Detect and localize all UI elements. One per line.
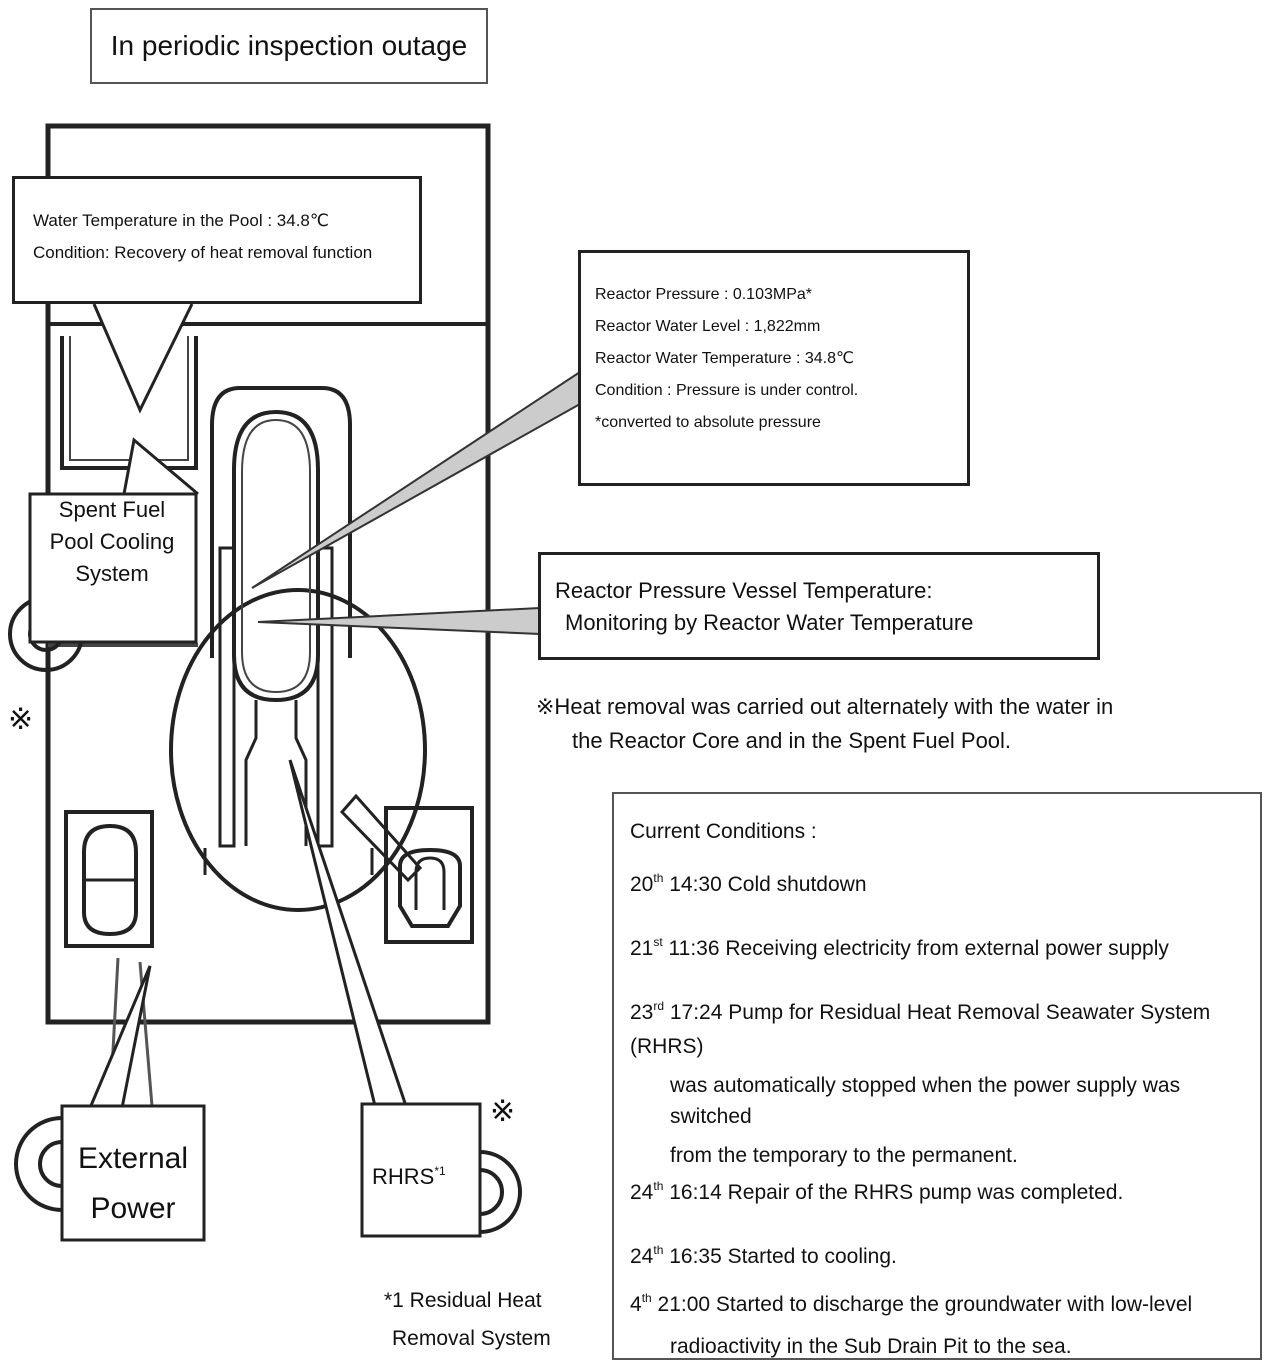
rhrs-footnote: *1 Residual Heat Removal System [384, 1289, 551, 1350]
heat-removal-note: ※Heat removal was carried out alternatel… [536, 690, 1113, 758]
sfpc-label-box [28, 492, 198, 644]
reactor-pressure-vessel [232, 409, 320, 703]
containment-pedestal [203, 848, 374, 875]
reactor-water-level: Reactor Water Level : 1,822mm [595, 318, 821, 335]
rhr-u-tube [414, 856, 446, 910]
sfpc-label-pointer [122, 437, 199, 496]
sfpc-label: Spent Fuel Pool Cooling System [49, 497, 175, 586]
rhrs-label-pointer [288, 759, 412, 1119]
heat-note-line-2: the Reactor Core and in the Spent Fuel P… [572, 728, 1012, 753]
reactor-condition: Condition : Pressure is under control. [595, 382, 859, 399]
vessel-callout-line-1: Reactor Pressure Vessel Temperature: [555, 578, 933, 603]
condition-item: 24th 16:35 Started to cooling. [630, 1243, 897, 1268]
containment-drywell [169, 588, 427, 912]
condition-item: 21st 11:36 Receiving electricity from ex… [630, 935, 1169, 960]
suppression-tank [82, 823, 138, 937]
current-conditions-panel: Current Conditions : 20th 14:30 Cold shu… [612, 792, 1262, 1360]
conditions-heading: Current Conditions : [630, 820, 817, 843]
containment-upper [210, 386, 352, 658]
ext-label-pointer [88, 965, 152, 1109]
rhr-discharge-pipe [339, 793, 423, 883]
reactor-status-callout: Reactor Pressure : 0.103MPa* Reactor Wat… [578, 250, 970, 486]
suppression-equipment-box [64, 810, 154, 948]
ext-label-box [60, 1104, 206, 1242]
rhrs-label-box [360, 1102, 482, 1238]
rhrs-note-mark: ※ [490, 1095, 516, 1128]
page-title-text: In periodic inspection outage [110, 30, 468, 61]
condition-item: 20th 14:30 Cold shutdown [630, 871, 867, 896]
condition-item-continued: was automatically stopped when the power… [670, 1074, 1181, 1128]
pool-callout-pointer [92, 303, 194, 414]
rpv-skirt [244, 700, 308, 846]
shield-wall-left [218, 546, 236, 848]
sfpc-note-mark: ※ [8, 703, 34, 736]
external-power-label: External Power [77, 1142, 189, 1225]
condition-item-continued: radioactivity in the Sub Drain Pit to th… [670, 1335, 1072, 1358]
reactor-pressure-footnote: *converted to absolute pressure [595, 414, 821, 431]
reactor-pressure: Reactor Pressure : 0.103MPa* [595, 286, 812, 303]
reactor-callout-pointer [251, 371, 581, 589]
condition-item: 4th 21:00 Started to discharge the groun… [630, 1291, 1193, 1316]
condition-item: 24th 16:14 Repair of the RHRS pump was c… [630, 1179, 1124, 1204]
pool-temperature-callout: Water Temperature in the Pool : 34.8℃ Co… [12, 176, 422, 304]
reactor-water-temperature: Reactor Water Temperature : 34.8℃ [595, 350, 854, 367]
rpv-inner [241, 418, 311, 694]
rhr-equipment-box [384, 806, 474, 944]
condition-item-continued: from the temporary to the permanent. [670, 1144, 1018, 1167]
rhrs-label: RHRS*1 [372, 1164, 446, 1189]
pool-callout-line-2: Condition: Recovery of heat removal func… [33, 243, 373, 262]
heat-note-line-1: ※Heat removal was carried out alternatel… [536, 694, 1114, 719]
pool-callout-line-1: Water Temperature in the Pool : 34.8℃ [33, 211, 329, 230]
vessel-callout-line-2: Monitoring by Reactor Water Temperature [565, 610, 974, 635]
condition-item: 23rd 17:24 Pump for Residual Heat Remova… [630, 999, 1211, 1058]
vessel-callout-pointer [257, 607, 541, 635]
vessel-temperature-callout: Reactor Pressure Vessel Temperature: Mon… [538, 552, 1100, 660]
page-title: In periodic inspection outage [90, 8, 488, 84]
rhr-pump [398, 847, 462, 928]
